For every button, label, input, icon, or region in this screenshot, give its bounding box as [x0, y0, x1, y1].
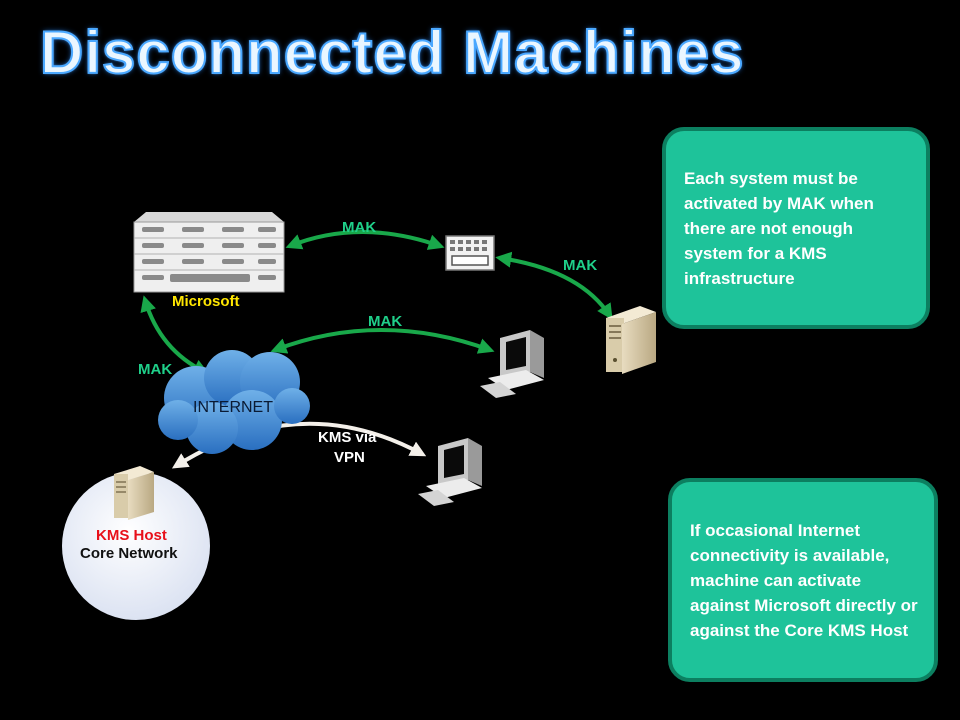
core-network-circle [62, 472, 210, 620]
microsoft-label: Microsoft [172, 293, 240, 310]
mak-label: MAK [368, 313, 402, 330]
desktop-computer-icon [418, 438, 482, 506]
mak-arrow-microsoft-to-device [285, 230, 445, 250]
kms-vpn-label-line1: KMS via [318, 429, 377, 446]
kms-host-label: KMS Host [96, 527, 167, 544]
mak-label: MAK [342, 219, 376, 236]
kms-host-server-icon [114, 466, 154, 520]
page-title: Disconnected Machines [39, 18, 745, 87]
server-rack-icon [133, 212, 285, 293]
mak-label: MAK [138, 361, 172, 378]
network-appliance-icon [445, 235, 495, 271]
internet-label: INTERNET [193, 399, 273, 416]
mak-arrow-to-desktop [270, 328, 495, 354]
callout-text: If occasional Internet connectivity is a… [690, 520, 918, 640]
mak-arrow-device-to-server [495, 251, 613, 321]
tower-server-icon [606, 306, 656, 374]
mak-label: MAK [563, 257, 597, 274]
core-network-label: Core Network [80, 545, 178, 562]
callout-text: Each system must be activated by MAK whe… [684, 168, 874, 288]
desktop-computer-icon [480, 330, 544, 398]
kms-vpn-label-line2: VPN [334, 449, 365, 466]
callout-occasional-connectivity: If occasional Internet connectivity is a… [668, 478, 938, 682]
cloud-icon [158, 350, 310, 454]
callout-mak-requirement: Each system must be activated by MAK whe… [662, 127, 930, 329]
